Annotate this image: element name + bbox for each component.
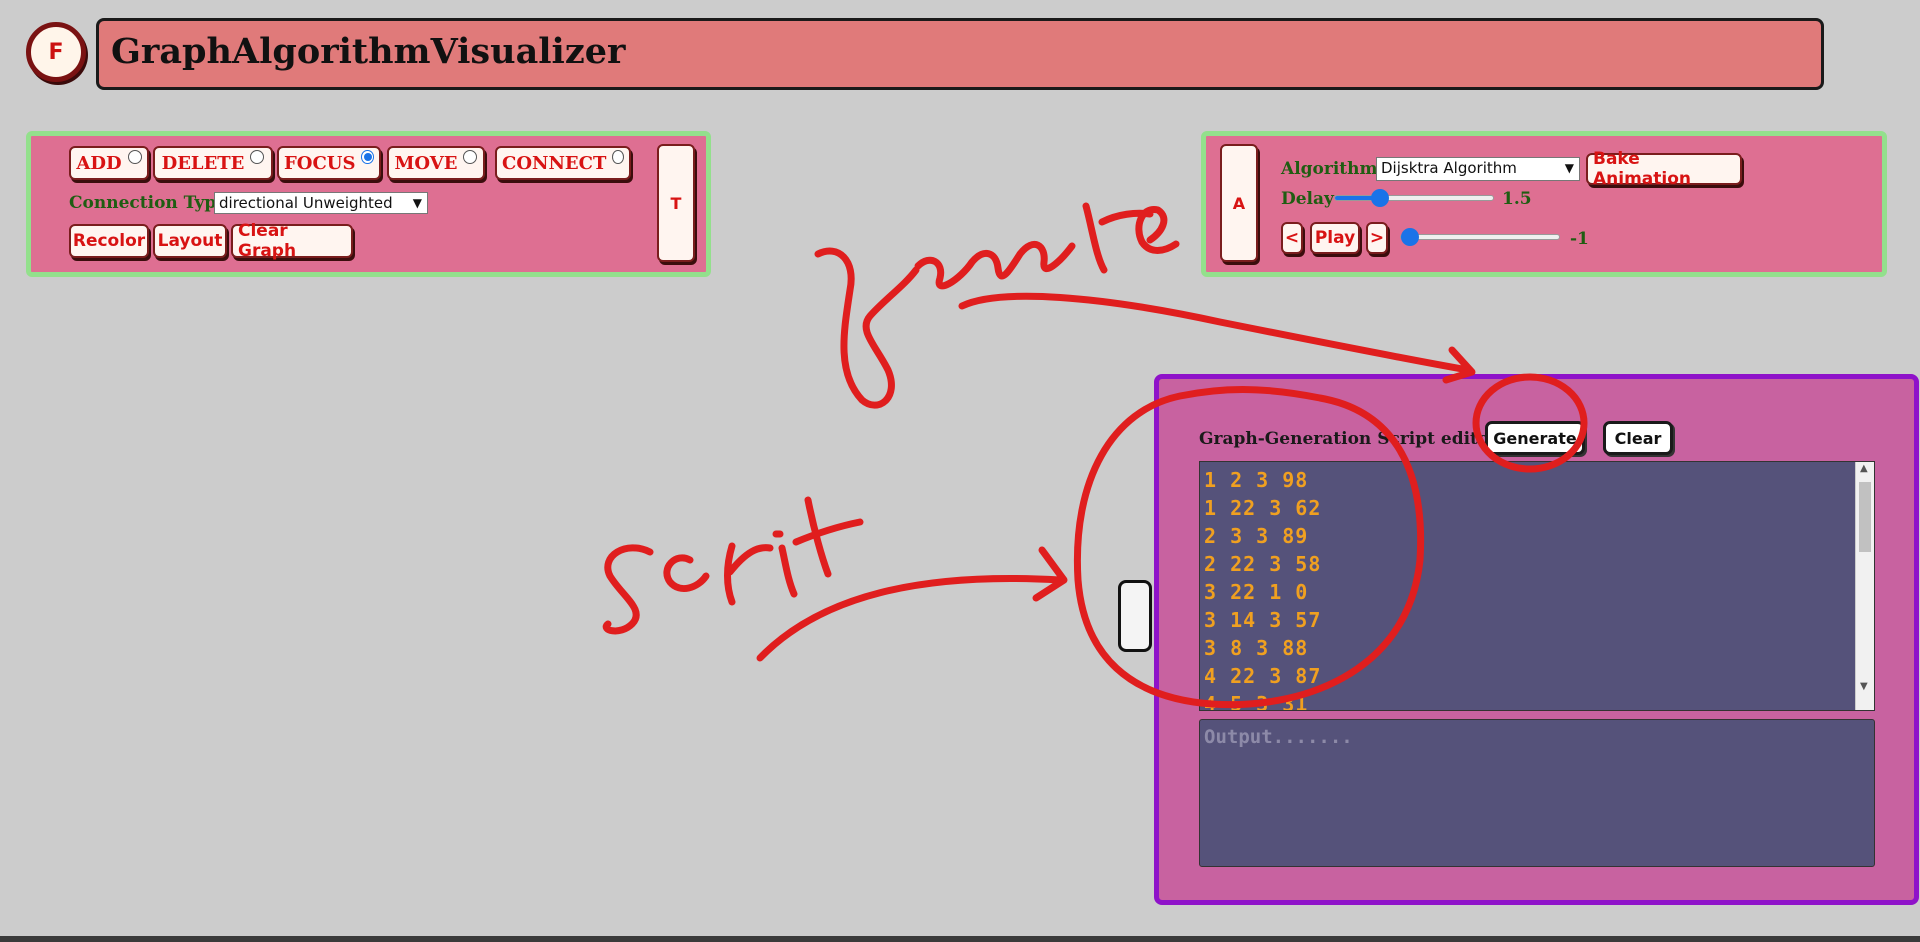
- script-line: 3 14 3 57: [1204, 608, 1322, 632]
- mode-focus-label: FOCUS: [284, 152, 356, 174]
- algorithm-select[interactable]: Dijsktra Algorithm ▼: [1376, 157, 1580, 181]
- delay-slider-fill: [1335, 196, 1380, 200]
- annotation-script-arrow: [756, 575, 1064, 662]
- mode-add-label: ADD: [76, 152, 122, 174]
- algorithm-panel: A Algorithm Dijsktra Algorithm ▼ Bake An…: [1201, 131, 1887, 277]
- algorithm-toggle-button[interactable]: A: [1220, 144, 1258, 262]
- script-textarea[interactable]: 1 2 3 98 1 22 3 62 2 3 3 89 2 22 3 58 3 22 1…: [1199, 461, 1875, 711]
- tools-toggle-button[interactable]: T: [657, 144, 695, 262]
- logo[interactable]: F: [26, 22, 86, 82]
- scroll-up-icon[interactable]: ▲: [1860, 463, 1868, 474]
- connection-type-label: Connection Type: [69, 193, 228, 213]
- delay-slider-thumb[interactable]: [1370, 189, 1389, 207]
- scroll-down-icon[interactable]: ▼: [1860, 681, 1868, 692]
- script-line: 1 2 3 98: [1204, 468, 1309, 492]
- mode-delete-button[interactable]: DELETE: [153, 146, 273, 180]
- output-placeholder: Output.......: [1204, 726, 1353, 748]
- script-line: 3 22 1 0: [1204, 580, 1309, 604]
- title-bar: GraphAlgorithmVisualizer: [96, 18, 1824, 90]
- script-editor-label: Graph-Generation Script editor: [1199, 429, 1499, 449]
- connection-type-select[interactable]: directional Unweighted ▼: [214, 192, 428, 214]
- annotation-script-arrowhead: [1032, 546, 1068, 602]
- step-value: -1: [1570, 229, 1589, 249]
- step-slider[interactable]: [1400, 228, 1560, 246]
- algorithm-label: Algorithm: [1281, 159, 1378, 179]
- output-textarea[interactable]: Output.......: [1199, 719, 1875, 867]
- script-line: 4 22 3 87: [1204, 664, 1322, 688]
- script-line: 1 22 3 62: [1204, 496, 1322, 520]
- script-line: 2 22 3 58: [1204, 552, 1322, 576]
- annotation-generate-arrow: [958, 292, 1472, 374]
- delay-slider[interactable]: [1334, 189, 1494, 207]
- chevron-down-icon: ▼: [412, 196, 422, 210]
- script-editor-panel: Graph-Generation Script editor Generate …: [1154, 374, 1919, 905]
- clear-graph-button[interactable]: Clear Graph: [231, 221, 353, 261]
- script-line: 4 5 3 31: [1204, 692, 1309, 711]
- annotation-script-ink: [602, 496, 864, 635]
- mode-connect-radio[interactable]: [612, 150, 624, 164]
- play-button[interactable]: Play: [1310, 222, 1360, 254]
- algorithm-value: Dijsktra Algorithm: [1381, 159, 1517, 177]
- mode-focus-button[interactable]: FOCUS: [277, 146, 381, 180]
- script-scrollbar[interactable]: ▲ ▼: [1855, 462, 1874, 710]
- mode-delete-label: DELETE: [161, 152, 245, 174]
- mode-move-button[interactable]: MOVE: [387, 146, 485, 180]
- connection-type-value: directional Unweighted: [219, 194, 393, 212]
- mode-add-radio[interactable]: [127, 150, 142, 164]
- step-slider-thumb[interactable]: [1401, 228, 1419, 246]
- mode-add-button[interactable]: ADD: [69, 146, 149, 180]
- annotation-generate-ink: [814, 202, 1180, 409]
- next-step-button[interactable]: >: [1366, 222, 1388, 254]
- clear-script-button[interactable]: Clear: [1603, 421, 1673, 455]
- delay-value: 1.5: [1502, 189, 1532, 209]
- script-lines: 1 2 3 98 1 22 3 62 2 3 3 89 2 22 3 58 3 22 1…: [1204, 466, 1322, 711]
- mode-delete-radio[interactable]: [250, 150, 265, 164]
- mode-focus-radio[interactable]: [361, 150, 374, 164]
- tools-panel: ADD DELETE FOCUS MOVE CONNECT Connection…: [26, 131, 711, 277]
- script-line: 3 8 3 88: [1204, 636, 1309, 660]
- layout-button[interactable]: Layout: [153, 224, 227, 258]
- chevron-down-icon: ▼: [1564, 161, 1574, 175]
- generate-button[interactable]: Generate: [1485, 421, 1585, 455]
- mode-connect-button[interactable]: CONNECT: [495, 146, 631, 180]
- previous-step-button[interactable]: <: [1281, 222, 1303, 254]
- bottom-strip: [0, 936, 1920, 942]
- delay-label: Delay: [1281, 189, 1334, 209]
- mode-connect-label: CONNECT: [502, 152, 607, 174]
- script-panel-handle[interactable]: [1118, 580, 1152, 652]
- scrollbar-thumb[interactable]: [1859, 482, 1871, 552]
- script-line: 2 3 3 89: [1204, 524, 1309, 548]
- bake-animation-button[interactable]: Bake Animation: [1586, 149, 1742, 189]
- recolor-button[interactable]: Recolor: [69, 224, 149, 258]
- page-title: GraphAlgorithmVisualizer: [111, 31, 626, 72]
- mode-move-label: MOVE: [394, 152, 458, 174]
- mode-move-radio[interactable]: [463, 150, 478, 164]
